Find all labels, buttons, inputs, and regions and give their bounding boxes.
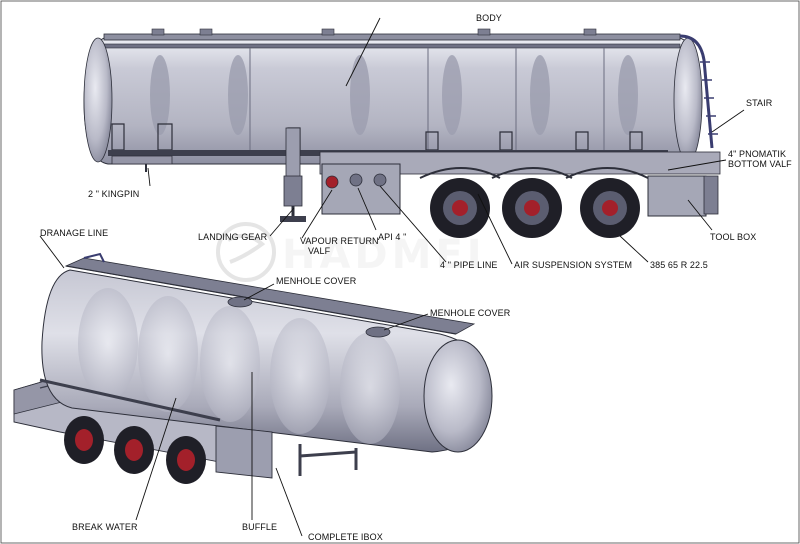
label-vapour-return-valf: VALF: [308, 246, 331, 256]
dranage-pipe: [83, 252, 105, 263]
rear-bumper: [703, 175, 719, 215]
label-landing-gear: LANDING GEAR: [198, 232, 268, 242]
label-buffle: BUFFLE: [242, 522, 277, 532]
side-view: [83, 28, 721, 238]
mudguard: [565, 167, 649, 179]
perspective-wheel: [114, 426, 154, 474]
manhole-lid: [199, 28, 213, 36]
perspective-view: [13, 252, 493, 484]
kingpin-plate: [111, 155, 173, 165]
manhole-cover: [227, 296, 253, 308]
landing-gear: [280, 127, 306, 222]
wheel: [430, 178, 490, 238]
label-pipe-line: 4 " PIPE LINE: [440, 260, 498, 270]
walkway-edge: [65, 265, 457, 335]
label-dranage-line: DRANAGE LINE: [40, 228, 108, 238]
label-air-suspension: AIR SUSPENSION SYSTEM: [514, 260, 632, 270]
watermark-text: HADMEI: [282, 232, 486, 278]
tank-body: [83, 36, 703, 165]
manhole-lid: [477, 28, 491, 36]
callout-labels: BODY STAIR 4" PNOMATIK BOTTOM VALF 2 " K…: [40, 13, 792, 542]
label-kingpin: 2 " KINGPIN: [88, 189, 139, 199]
label-menhole-cover-2: MENHOLE COVER: [430, 308, 511, 318]
tool-box: [647, 175, 707, 217]
label-stair: STAIR: [746, 98, 773, 108]
label-bottom-valf: BOTTOM VALF: [728, 159, 792, 169]
perspective-wheel: [166, 436, 206, 484]
label-pnomatik: 4" PNOMATIK: [728, 149, 786, 159]
label-complete-ibox: COMPLETE IBOX: [308, 532, 383, 542]
mudguard: [419, 167, 501, 179]
leader-lines: [39, 17, 745, 537]
label-api: API 4 ": [378, 232, 406, 242]
label-menhole-cover-1: MENHOLE COVER: [276, 276, 357, 286]
label-tyre-size: 385 65 R 22.5: [650, 260, 708, 270]
valves: [325, 173, 387, 189]
wheel: [502, 178, 562, 238]
valve-cabinet: [321, 163, 401, 215]
baffle-bulges: [78, 288, 400, 444]
manhole-lid: [583, 28, 597, 36]
rear-end-cap: [673, 37, 703, 163]
label-tool-box: TOOL BOX: [710, 232, 756, 242]
stair: [679, 34, 714, 149]
stair-rungs: [700, 61, 718, 135]
complete-ibox: [215, 425, 273, 479]
perspective-end-cap: [423, 339, 493, 453]
side-rail: [39, 378, 221, 422]
compartment-seams: [249, 48, 605, 150]
front-end-cap: [83, 37, 113, 163]
manhole-lid: [321, 28, 335, 36]
mudguard: [491, 167, 573, 179]
manhole-lid: [151, 28, 165, 36]
label-vapour-return: VAPOUR RETURN: [300, 236, 379, 246]
baffle-shading: [150, 55, 638, 135]
label-body: BODY: [476, 13, 502, 23]
label-break-water: BREAK WATER: [72, 522, 138, 532]
wheel: [580, 178, 640, 238]
top-rail-lower: [103, 43, 681, 49]
manhole-cover: [365, 326, 391, 338]
perspective-wheel: [64, 416, 104, 464]
watermark: HADMEI: [216, 222, 486, 282]
perspective-landing-gear: [298, 444, 358, 476]
